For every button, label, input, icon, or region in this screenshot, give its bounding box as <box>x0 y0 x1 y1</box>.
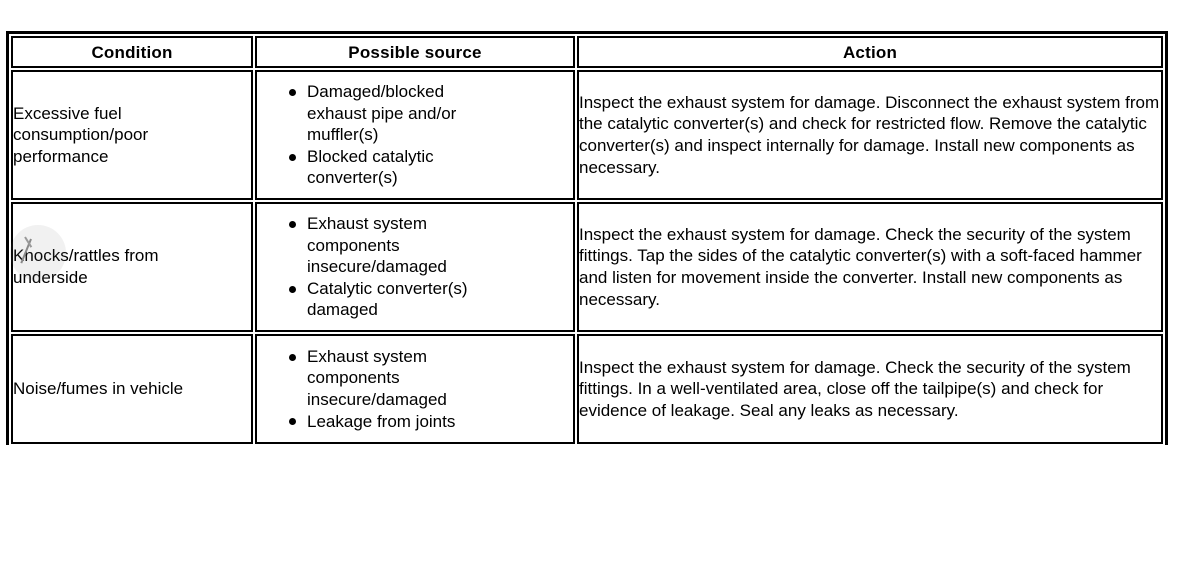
action-text: Inspect the exhaust system for damage. C… <box>579 357 1131 420</box>
fault-diagnosis-table: Condition Possible source Action Excessi… <box>9 34 1165 446</box>
column-header-action: Action <box>577 36 1163 68</box>
possible-source-text: Leakage from joints <box>307 411 456 431</box>
bullet-icon <box>289 418 296 426</box>
cell-condition: Noise/fumes in vehicle <box>11 334 253 444</box>
cell-condition: Excessive fuel consumption/poor performa… <box>11 70 253 200</box>
list-item: Damaged/blocked exhaust pipe and/or muff… <box>289 81 573 146</box>
list-item: Blocked catalytic converter(s) <box>289 146 573 189</box>
condition-text: Knocks/rattles from underside <box>13 246 159 287</box>
table-header: Condition Possible source Action <box>11 36 1163 68</box>
table-body: Excessive fuel consumption/poor performa… <box>11 70 1163 444</box>
possible-source-list: Damaged/blocked exhaust pipe and/or muff… <box>257 81 573 189</box>
table-row: Excessive fuel consumption/poor performa… <box>11 70 1163 200</box>
bullet-icon <box>289 285 296 293</box>
column-header-possible-source: Possible source <box>255 36 575 68</box>
column-header-condition-label: Condition <box>91 42 173 62</box>
column-header-condition: Condition <box>11 36 253 68</box>
list-item: Leakage from joints <box>289 411 573 433</box>
table-header-row: Condition Possible source Action <box>11 36 1163 68</box>
column-header-action-label: Action <box>842 42 898 62</box>
cell-possible-source: Damaged/blocked exhaust pipe and/or muff… <box>255 70 575 200</box>
action-text: Inspect the exhaust system for damage. D… <box>579 92 1160 177</box>
column-header-possible-source-label: Possible source <box>348 42 482 62</box>
possible-source-text: Catalytic converter(s) damaged <box>307 278 468 320</box>
cell-condition: Knocks/rattles from underside <box>11 202 253 332</box>
bullet-icon <box>289 353 296 361</box>
action-text: Inspect the exhaust system for damage. C… <box>579 224 1142 309</box>
list-item: Exhaust system components insecure/damag… <box>289 213 573 278</box>
bullet-icon <box>289 88 296 96</box>
possible-source-text: Exhaust system components insecure/damag… <box>307 346 447 409</box>
condition-text: Excessive fuel consumption/poor performa… <box>13 103 149 166</box>
table-row: Knocks/rattles from underside Exhaust sy… <box>11 202 1163 332</box>
cell-possible-source: Exhaust system components insecure/damag… <box>255 334 575 444</box>
bullet-icon <box>289 220 296 228</box>
table-row: Noise/fumes in vehicle Exhaust system co… <box>11 334 1163 444</box>
cell-possible-source: Exhaust system components insecure/damag… <box>255 202 575 332</box>
possible-source-text: Damaged/blocked exhaust pipe and/or muff… <box>307 82 457 145</box>
cell-action: Inspect the exhaust system for damage. C… <box>577 202 1163 332</box>
bullet-icon <box>289 153 296 161</box>
possible-source-list: Exhaust system components insecure/damag… <box>257 346 573 432</box>
cell-action: Inspect the exhaust system for damage. D… <box>577 70 1163 200</box>
possible-source-text: Blocked catalytic converter(s) <box>307 146 434 188</box>
list-item: Catalytic converter(s) damaged <box>289 278 573 321</box>
possible-source-text: Exhaust system components insecure/damag… <box>307 214 447 277</box>
possible-source-list: Exhaust system components insecure/damag… <box>257 213 573 321</box>
cell-action: Inspect the exhaust system for damage. C… <box>577 334 1163 444</box>
fault-diagnosis-table-container: Condition Possible source Action Excessi… <box>6 31 1168 446</box>
condition-text: Noise/fumes in vehicle <box>13 379 184 399</box>
list-item: Exhaust system components insecure/damag… <box>289 346 573 411</box>
